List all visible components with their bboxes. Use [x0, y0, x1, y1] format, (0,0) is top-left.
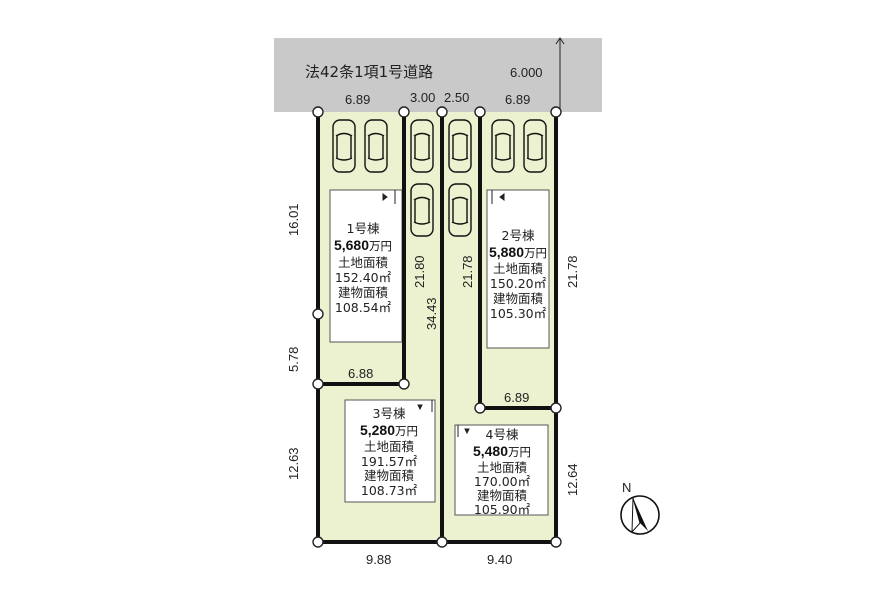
boundary-node [474, 402, 486, 414]
lot-3-land-area: 191.57㎡ [361, 454, 418, 469]
road-label: 法42条1項1号道路 [305, 63, 433, 81]
dim-top-lot2: 6.89 [505, 92, 530, 107]
boundary-node [312, 106, 324, 118]
boundary-node [550, 106, 562, 118]
lot-1-name: 1号棟 [347, 221, 380, 236]
boundary-node [312, 378, 324, 390]
lot-3-land-label: 土地面積 [364, 439, 415, 454]
car-icon [410, 119, 434, 173]
boundary-nodes [312, 106, 562, 548]
dim-left-upper: 16.01 [286, 203, 301, 236]
road-width: 6.000 [510, 65, 543, 80]
lot-2-building-label: 建物面積 [493, 291, 544, 306]
lot-1-building [329, 189, 403, 343]
boundary-node [474, 106, 486, 118]
road-area [274, 38, 602, 112]
north-arrow-icon: N [620, 480, 660, 535]
lot-3-building-area: 108.73㎡ [361, 483, 418, 498]
lot-3-building-label: 建物面積 [364, 468, 415, 483]
entrance-4-arrow-icon [464, 428, 470, 435]
lot-3-price-line: 5,280万円 [360, 422, 418, 438]
lot-3-name: 3号棟 [373, 406, 406, 421]
lot-1-price: 5,680 [334, 237, 369, 253]
lot-1-land-label: 土地面積 [338, 255, 389, 270]
lot-1-info: 1号棟 5,680万円 土地面積 152.40㎡ 建物面積 108.54㎡ [334, 221, 392, 315]
boundary-node [312, 536, 324, 548]
dim-bottom-lot4: 9.40 [487, 552, 512, 567]
lot-1-building-label: 建物面積 [338, 285, 389, 300]
dim-left-mid: 5.78 [286, 347, 301, 372]
lot-4-building-label: 建物面積 [477, 488, 528, 503]
boundary-node [312, 308, 324, 320]
lot-2-building-area: 105.30㎡ [490, 306, 547, 321]
car-icon [332, 119, 356, 173]
lot-1-building-area: 108.54㎡ [335, 300, 392, 315]
lot-4-land-area: 170.00㎡ [474, 474, 531, 489]
dim-lot2-right: 21.78 [565, 255, 580, 288]
lot-4-price-line: 5,480万円 [473, 443, 531, 459]
lot-4-land-label: 土地面積 [477, 460, 528, 475]
lot-1-price-line: 5,680万円 [334, 237, 392, 253]
lot-4-building [454, 424, 549, 516]
lot-2-land-area: 150.20㎡ [490, 276, 547, 291]
car-icon [491, 119, 515, 173]
car-icon [364, 119, 388, 173]
lot-3-building [344, 399, 436, 503]
compass-label: N [622, 480, 631, 495]
dim-top-lot1: 6.89 [345, 92, 370, 107]
lot-1-land-area: 152.40㎡ [335, 270, 392, 285]
lot-2-info: 2号棟 5,880万円 土地面積 150.20㎡ 建物面積 105.30㎡ [489, 228, 547, 321]
lot-2-price-line: 5,880万円 [489, 244, 547, 260]
dim-flag1-depth: 21.80 [412, 255, 427, 288]
dim-top-flag1: 3.00 [410, 90, 435, 105]
lot-2-price-unit: 万円 [524, 246, 547, 260]
lot-2-building [486, 189, 550, 349]
lot-3-info: 3号棟 5,280万円 土地面積 191.57㎡ 建物面積 108.73㎡ [360, 406, 418, 498]
car-icon [448, 119, 472, 173]
entrance-1-arrow-icon [382, 193, 388, 201]
lot-1-price-unit: 万円 [369, 239, 392, 253]
lot-4-price: 5,480 [473, 443, 508, 459]
car-icon [410, 183, 434, 237]
entrance-3-arrow-icon [417, 404, 423, 411]
car-icon [523, 119, 547, 173]
boundary-node [436, 536, 448, 548]
boundary-node [436, 106, 448, 118]
entrance-marks [382, 190, 505, 437]
boundary-node [550, 402, 562, 414]
dim-lot2-bottom: 6.89 [504, 390, 529, 405]
entrance-2-arrow-icon [499, 193, 505, 201]
lot-4-name: 4号棟 [486, 427, 519, 442]
dim-lot1-bottom: 6.88 [348, 366, 373, 381]
boundary-node [550, 536, 562, 548]
dim-top-flag2: 2.50 [444, 90, 469, 105]
lot-3-price: 5,280 [360, 422, 395, 438]
lot-2-land-label: 土地面積 [493, 261, 544, 276]
lot-3-price-unit: 万円 [395, 424, 418, 438]
dim-flag2-depth: 21.78 [460, 255, 475, 288]
dim-lot4-right: 12.64 [565, 463, 580, 496]
lot-4-price-unit: 万円 [508, 445, 531, 459]
boundary-node [398, 106, 410, 118]
car-icon [448, 183, 472, 237]
dim-bottom-lot3: 9.88 [366, 552, 391, 567]
dim-left-lower: 12.63 [286, 447, 301, 480]
parking-cars [332, 119, 547, 237]
lot-4-building-area: 105.90㎡ [474, 502, 531, 517]
dim-flag1-total: 34.43 [424, 297, 439, 330]
road-width-arrow-icon [555, 37, 565, 45]
lot-2-price: 5,880 [489, 244, 524, 260]
lot-4-info: 4号棟 5,480万円 土地面積 170.00㎡ 建物面積 105.90㎡ [473, 427, 531, 517]
lot-2-name: 2号棟 [502, 228, 535, 243]
boundary-node [398, 378, 410, 390]
